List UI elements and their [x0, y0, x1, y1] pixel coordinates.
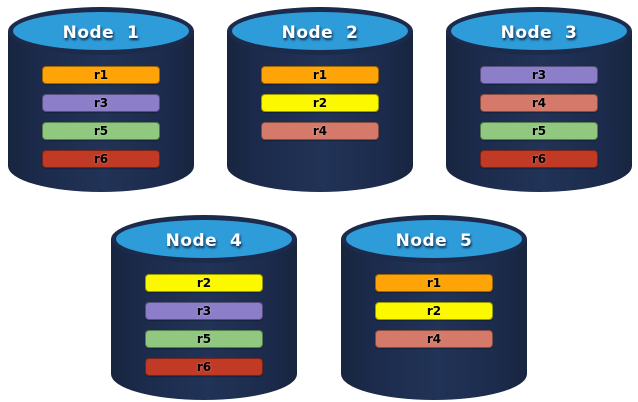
replica-label: r2: [312, 96, 328, 110]
replica-list: r3 r4 r5 r6: [446, 66, 632, 168]
db-cylinder-top: Node 1: [8, 7, 194, 55]
replica-label: r5: [196, 332, 212, 346]
replica-label: r4: [531, 96, 547, 110]
replica-label: r5: [531, 124, 547, 138]
replica-list: r1 r2 r4: [341, 274, 527, 348]
node-title: Node 4: [165, 230, 243, 251]
replica-list: r1 r2 r4: [227, 66, 413, 140]
replica-label: r6: [196, 360, 212, 374]
node-title: Node 2: [281, 22, 359, 43]
replica-list: r2 r3 r5 r6: [111, 274, 297, 376]
replica-bar-r4: r4: [480, 94, 598, 112]
replica-bar-r4: r4: [375, 330, 493, 348]
replica-label: r5: [93, 124, 109, 138]
node-title: Node 1: [62, 22, 140, 43]
replica-bar-r3: r3: [145, 302, 263, 320]
replica-label: r1: [426, 276, 442, 290]
db-cylinder-top: Node 5: [341, 215, 527, 263]
node-title: Node 3: [500, 22, 578, 43]
replica-bar-r2: r2: [145, 274, 263, 292]
db-cylinder-top: Node 4: [111, 215, 297, 263]
db-cylinder-top: Node 3: [446, 7, 632, 55]
replica-bar-r1: r1: [375, 274, 493, 292]
replica-bar-r6: r6: [480, 150, 598, 168]
replica-label: r4: [426, 332, 442, 346]
replica-label: r6: [93, 152, 109, 166]
database-node: Node 3 r3 r4 r5 r6: [446, 7, 632, 192]
replica-bar-r5: r5: [145, 330, 263, 348]
replica-bar-r3: r3: [42, 94, 160, 112]
replica-label: r3: [93, 96, 109, 110]
replica-label: r1: [93, 68, 109, 82]
replica-bar-r1: r1: [261, 66, 379, 84]
replica-bar-r3: r3: [480, 66, 598, 84]
replica-label: r1: [312, 68, 328, 82]
replica-bar-r5: r5: [480, 122, 598, 140]
database-node: Node 2 r1 r2 r4: [227, 7, 413, 192]
replica-bar-r1: r1: [42, 66, 160, 84]
database-node: Node 5 r1 r2 r4: [341, 215, 527, 400]
replica-bar-r6: r6: [145, 358, 263, 376]
replica-list: r1 r3 r5 r6: [8, 66, 194, 168]
replica-label: r2: [426, 304, 442, 318]
replica-bar-r5: r5: [42, 122, 160, 140]
replica-bar-r2: r2: [375, 302, 493, 320]
database-node: Node 4 r2 r3 r5 r6: [111, 215, 297, 400]
replica-bar-r6: r6: [42, 150, 160, 168]
database-node: Node 1 r1 r3 r5 r6: [8, 7, 194, 192]
node-row-bottom: Node 4 r2 r3 r5 r6 Node 5 r1 r2 r4: [0, 215, 638, 400]
replica-label: r3: [531, 68, 547, 82]
replica-bar-r4: r4: [261, 122, 379, 140]
replica-label: r2: [196, 276, 212, 290]
node-title: Node 5: [395, 230, 473, 251]
replica-bar-r2: r2: [261, 94, 379, 112]
replica-label: r6: [531, 152, 547, 166]
replica-label: r4: [312, 124, 328, 138]
replica-label: r3: [196, 304, 212, 318]
db-cylinder-top: Node 2: [227, 7, 413, 55]
